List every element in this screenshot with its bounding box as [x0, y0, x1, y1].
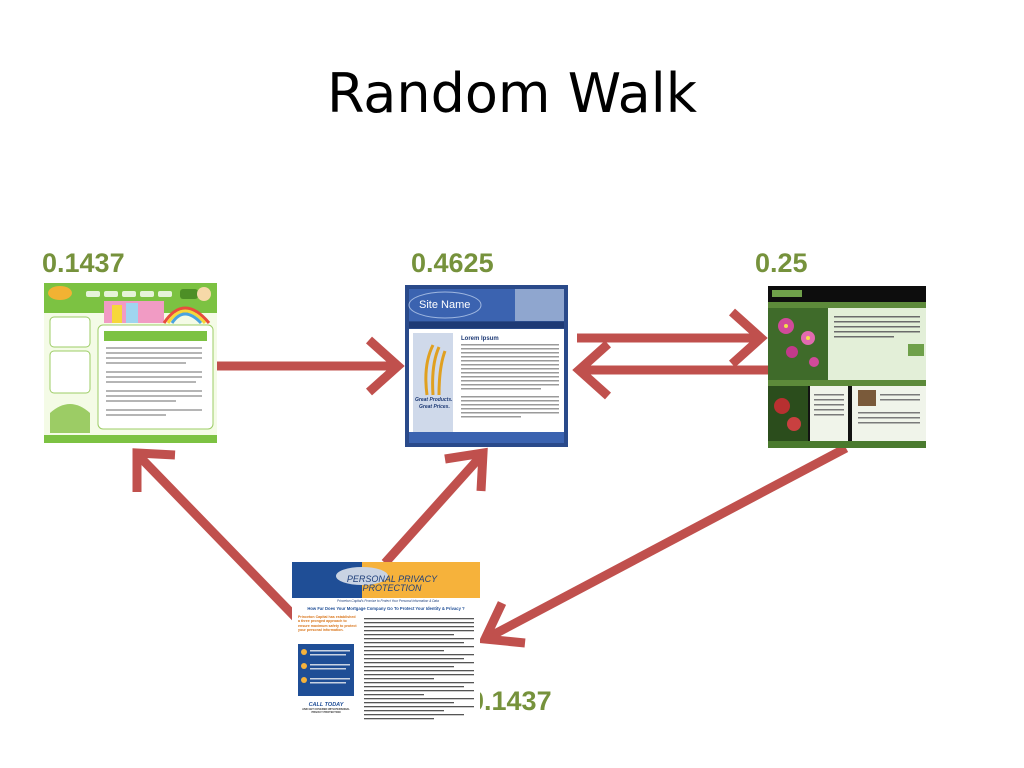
mini-privacy-cta-2: AND GET COVERED WITH PERSONAL PRIVACY PR… — [302, 708, 350, 715]
mini-heading: Lorem Ipsum — [461, 336, 499, 342]
thumbnail-green-site — [44, 283, 217, 443]
green-site-screenshot — [44, 283, 217, 443]
thumbnail-privacy-site: PERSONAL PRIVACY PROTECTION Princeton Ca… — [292, 562, 480, 722]
flower-site-screenshot — [768, 286, 926, 448]
mini-tagline-1: Great Products. — [415, 397, 453, 403]
arrow-privacy-to-green — [132, 448, 302, 624]
thumbnail-flower-site — [768, 286, 926, 448]
score-site-name: 0.4625 — [411, 248, 494, 278]
mini-privacy-title-2: PROTECTION — [362, 583, 422, 593]
site-name-screenshot: Site Name Great Products. Great Prices. … — [405, 285, 568, 447]
arrow-flower-to-privacy — [478, 444, 849, 648]
score-green-site: 0.1437 — [42, 248, 125, 278]
arrow-green-to-site — [215, 336, 405, 396]
slide-title: Random Walk — [326, 62, 698, 125]
mini-tagline-2: Great Prices. — [419, 404, 450, 410]
thumbnail-site-name: Site Name Great Products. Great Prices. … — [405, 285, 568, 447]
score-flower-site: 0.25 — [755, 248, 808, 278]
mini-privacy-title-1: PERSONAL PRIVACY — [347, 574, 438, 584]
privacy-site-screenshot: PERSONAL PRIVACY PROTECTION Princeton Ca… — [292, 562, 480, 722]
mini-site-name: Site Name — [419, 299, 470, 311]
mini-privacy-lead: Princeton Capital has established a thre… — [298, 615, 357, 633]
arrow-site-to-flower — [577, 308, 768, 368]
mini-privacy-cta-1: CALL TODAY — [309, 702, 345, 708]
arrow-privacy-to-site — [381, 447, 488, 567]
score-privacy-site: 0.1437 — [469, 686, 552, 716]
arrow-flower-to-site — [572, 340, 768, 400]
mini-privacy-question: How Far Does Your Mortgage Company Go To… — [307, 606, 465, 611]
mini-privacy-subtitle: Princeton Capital's Promise to Protect Y… — [337, 599, 439, 603]
